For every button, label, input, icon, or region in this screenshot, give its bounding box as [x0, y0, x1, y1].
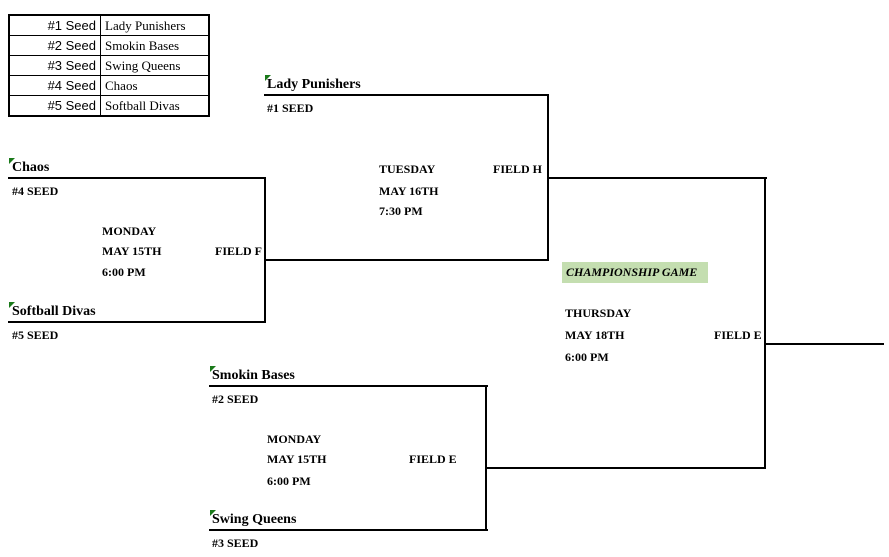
game-field: FIELD E — [714, 328, 762, 342]
game-time: 7:30 PM — [379, 204, 423, 218]
seed-cell: #5 Seed — [8, 95, 101, 117]
bracket-line — [8, 321, 266, 323]
bracket-line — [264, 259, 549, 261]
bracket-line — [764, 343, 884, 345]
bracket-line — [8, 177, 266, 179]
table-row: #2 Seed Smokin Bases — [8, 35, 210, 56]
seed-cell: #1 Seed — [8, 14, 101, 36]
game-field: FIELD F — [215, 244, 263, 258]
bracket-line — [485, 467, 766, 469]
table-row: #4 Seed Chaos — [8, 75, 210, 96]
game-day: MONDAY — [267, 432, 322, 446]
seed-label: #2 SEED — [212, 392, 259, 406]
team-name-chaos: Chaos — [12, 160, 50, 175]
team-name-lady-punishers: Lady Punishers — [267, 77, 361, 92]
team-name-swing-queens: Swing Queens — [212, 512, 297, 527]
team-name-smokin-bases: Smokin Bases — [212, 368, 295, 383]
comment-flag-icon — [9, 302, 15, 308]
bracket-line — [209, 529, 488, 531]
game-date: MAY 16TH — [379, 184, 439, 198]
game-day: MONDAY — [102, 224, 157, 238]
seed-cell: #4 Seed — [8, 75, 101, 96]
game-date: MAY 18TH — [565, 328, 625, 342]
seed-label: #5 SEED — [12, 328, 59, 342]
team-cell: Softball Divas — [100, 95, 210, 117]
game-field: FIELD E — [409, 452, 457, 466]
seed-label: #3 SEED — [212, 536, 259, 550]
seed-cell: #2 Seed — [8, 35, 101, 56]
championship-label: CHAMPIONSHIP GAME — [562, 262, 708, 283]
bracket-line — [764, 177, 766, 469]
table-row: #3 Seed Swing Queens — [8, 55, 210, 76]
team-cell: Swing Queens — [100, 55, 210, 76]
comment-flag-icon — [265, 75, 271, 81]
team-cell: Chaos — [100, 75, 210, 96]
game-field: FIELD H — [493, 162, 543, 176]
table-row: #1 Seed Lady Punishers — [8, 14, 210, 36]
comment-flag-icon — [210, 510, 216, 516]
game-day: THURSDAY — [565, 306, 632, 320]
seed-table: #1 Seed Lady Punishers #2 Seed Smokin Ba… — [8, 14, 210, 117]
comment-flag-icon — [210, 366, 216, 372]
seed-cell: #3 Seed — [8, 55, 101, 76]
bracket-line — [209, 385, 488, 387]
game-time: 6:00 PM — [565, 350, 609, 364]
seed-label: #4 SEED — [12, 184, 59, 198]
table-row: #5 Seed Softball Divas — [8, 95, 210, 117]
seed-label: #1 SEED — [267, 101, 314, 115]
game-date: MAY 15TH — [102, 244, 162, 258]
bracket-line — [485, 385, 487, 531]
game-day: TUESDAY — [379, 162, 436, 176]
bracket-line — [547, 177, 767, 179]
team-cell: Lady Punishers — [100, 14, 210, 36]
team-cell: Smokin Bases — [100, 35, 210, 56]
bracket-line — [264, 94, 549, 96]
game-time: 6:00 PM — [267, 474, 311, 488]
team-name-softball-divas: Softball Divas — [12, 304, 96, 319]
game-date: MAY 15TH — [267, 452, 327, 466]
comment-flag-icon — [9, 158, 15, 164]
bracket-line — [264, 177, 266, 323]
game-time: 6:00 PM — [102, 265, 146, 279]
